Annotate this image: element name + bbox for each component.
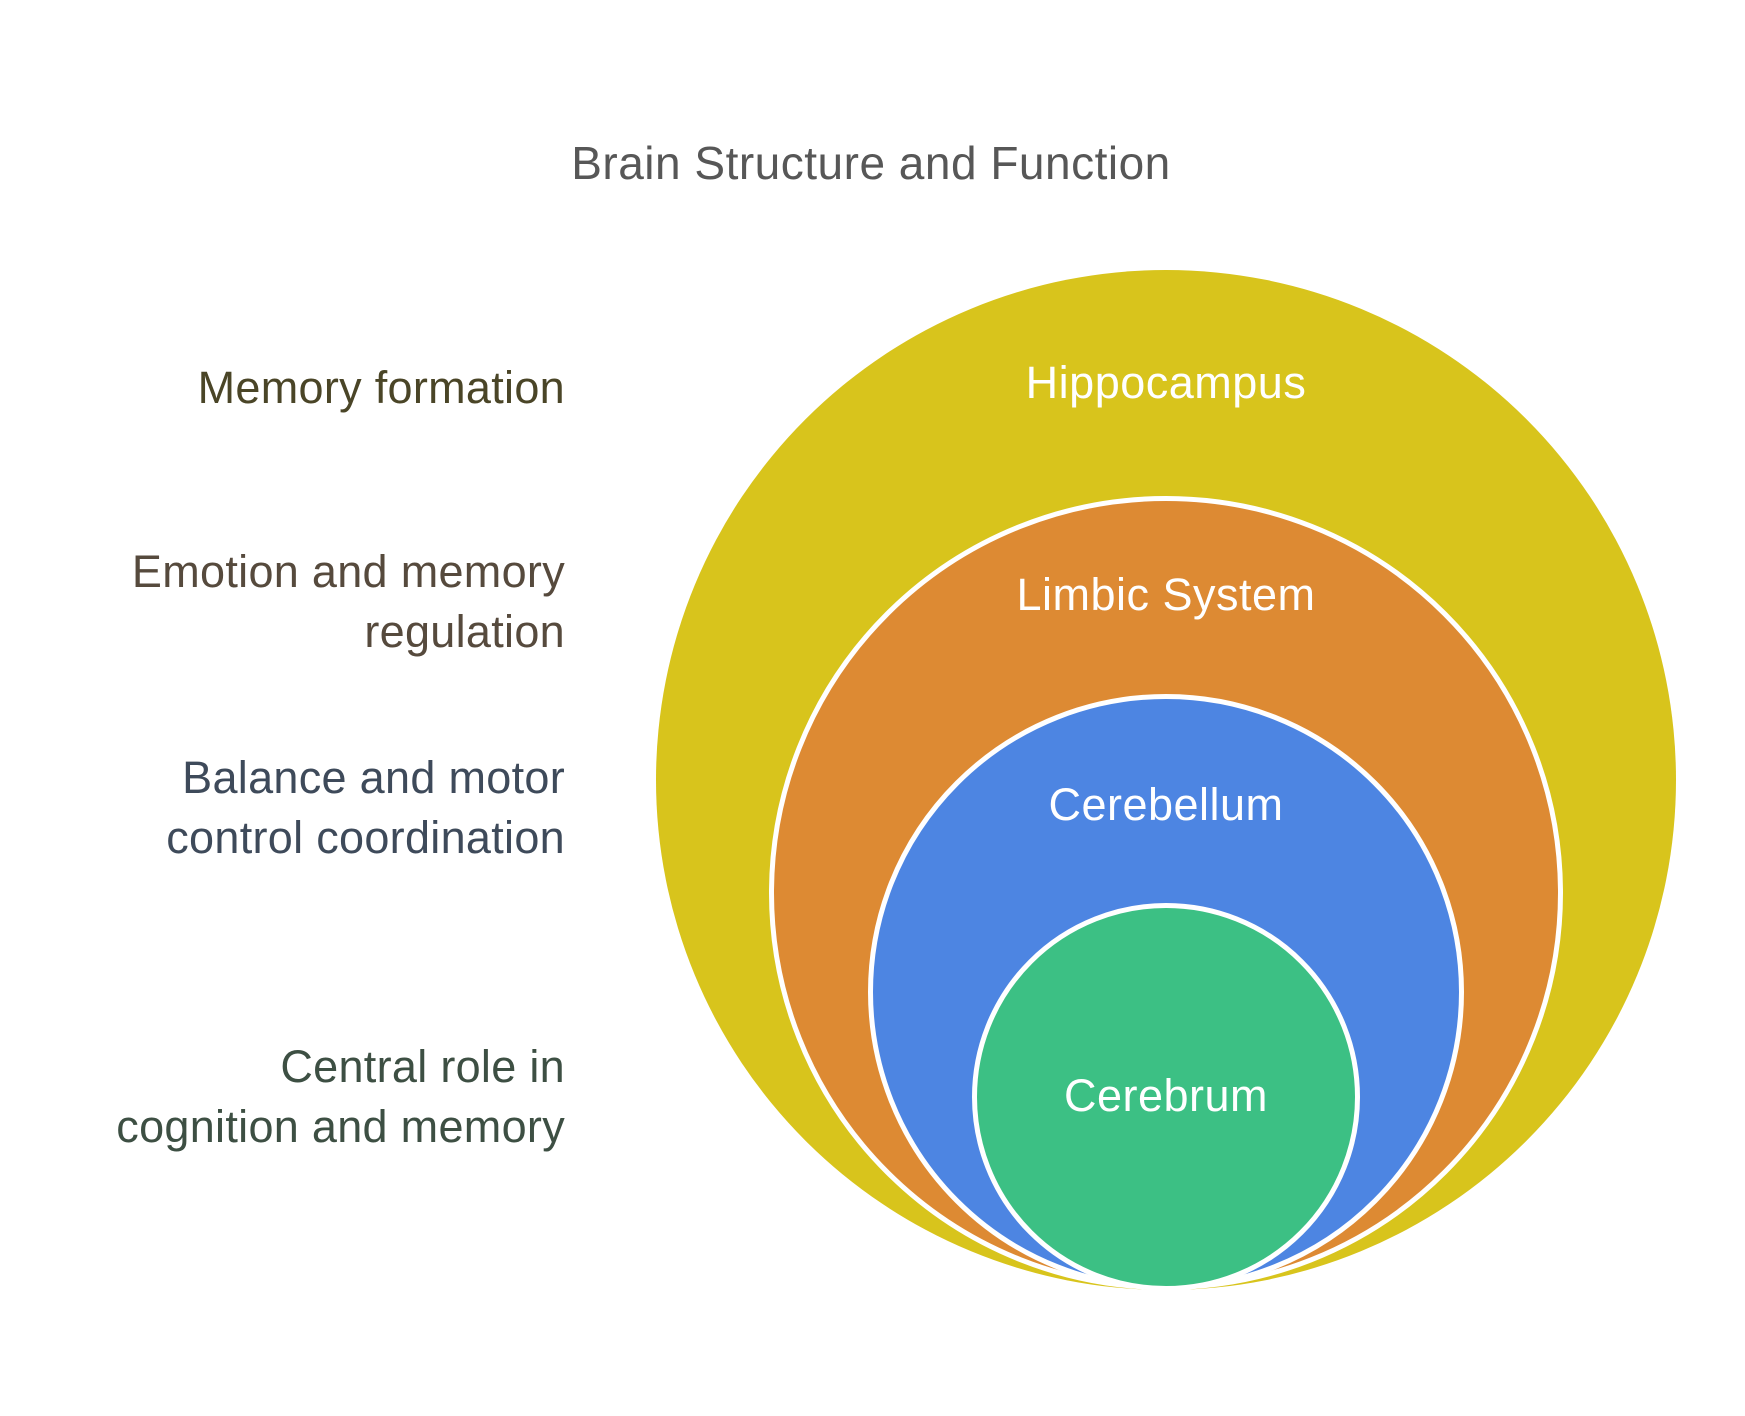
circle-label-limbic-system: Limbic System (1016, 569, 1316, 620)
circle-cerebrum (972, 903, 1360, 1291)
circle-label-cerebellum: Cerebellum (1048, 779, 1284, 830)
function-label-cerebrum: Central role in cognition and memory (116, 1041, 565, 1152)
function-label-cerebellum: Balance and motor control coordination (166, 752, 565, 863)
diagram-title: Brain Structure and Function (571, 137, 1171, 189)
circle-label-hippocampus: Hippocampus (1025, 357, 1307, 408)
function-label-hippocampus: Memory formation (197, 362, 565, 413)
function-label-limbic-system: Emotion and memory regulation (131, 546, 565, 657)
circle-label-cerebrum: Cerebrum (1063, 1070, 1269, 1121)
